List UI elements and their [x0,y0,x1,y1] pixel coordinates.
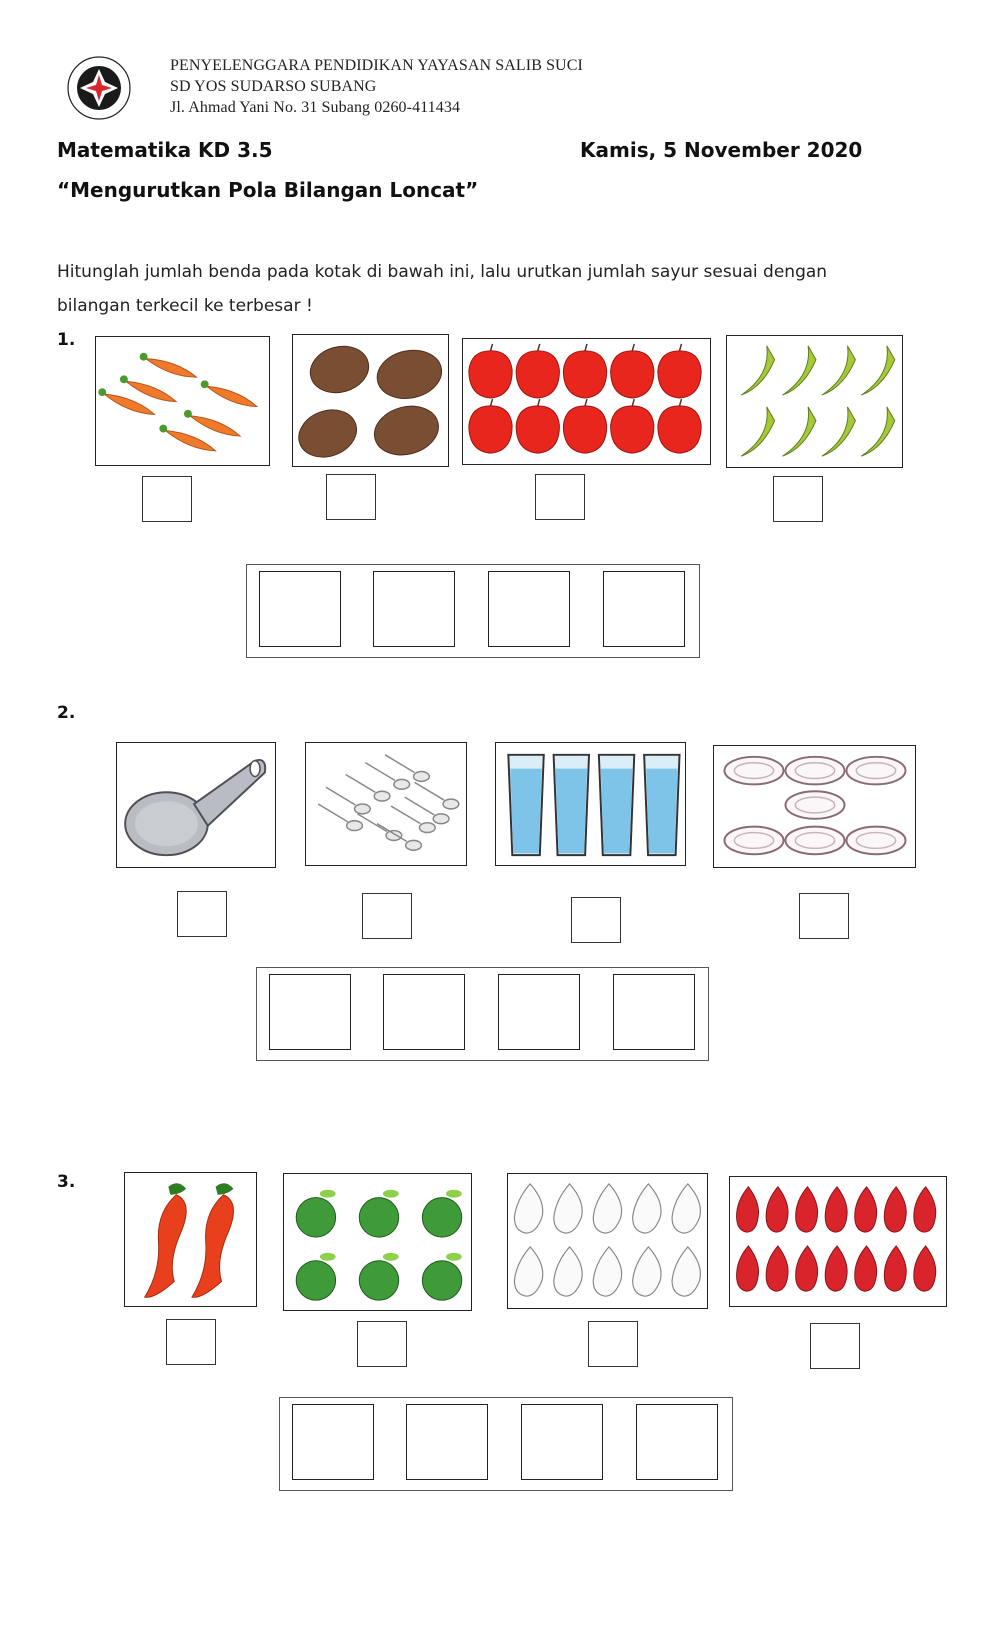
spoons-count-box[interactable] [362,893,412,939]
ordering-tray [256,967,709,1061]
order-slot-1[interactable] [269,974,351,1050]
ordering-tray [246,564,700,658]
spoons-picture [305,742,467,866]
garlic-count-box[interactable] [588,1321,638,1367]
order-slot-3[interactable] [488,571,570,647]
plates-picture [713,745,916,868]
header-line-1: PENYELENGGARA PENDIDIKAN YAYASAN SALIB S… [170,57,583,74]
potatoes-count-box[interactable] [326,474,376,520]
potatoes-picture [292,334,449,467]
instruction-line-2: bilangan terkecil ke terbesar ! [57,296,313,316]
order-slot-4[interactable] [613,974,695,1050]
apples-picture [462,338,711,465]
date: Kamis, 5 November 2020 [580,138,863,162]
apples-count-box[interactable] [535,474,585,520]
shallots-picture [729,1176,947,1307]
red-chilies-picture [124,1172,257,1307]
order-slot-2[interactable] [406,1404,488,1480]
question-number: 1. [57,330,76,350]
plates-count-box[interactable] [799,893,849,939]
limes-picture [283,1173,472,1311]
header-line-3: Jl. Ahmad Yani No. 31 Subang 0260-411434 [170,99,461,116]
green-chilies-count-box[interactable] [773,476,823,522]
carrots-count-box[interactable] [142,476,192,522]
header-line-2: SD YOS SUDARSO SUBANG [170,78,377,95]
order-slot-1[interactable] [259,571,341,647]
red-chilies-count-box[interactable] [166,1319,216,1365]
subject: Matematika KD 3.5 [57,138,273,162]
order-slot-4[interactable] [603,571,685,647]
school-logo [66,55,132,121]
order-slot-2[interactable] [373,571,455,647]
glasses-count-box[interactable] [571,897,621,943]
limes-count-box[interactable] [357,1321,407,1367]
question-number: 3. [57,1172,76,1192]
shallots-count-box[interactable] [810,1323,860,1369]
green-chilies-picture [726,335,903,468]
ladle-picture [116,742,276,868]
glasses-picture [495,742,686,866]
order-slot-1[interactable] [292,1404,374,1480]
garlic-picture [507,1173,708,1309]
instruction-line-1: Hitunglah jumlah benda pada kotak di baw… [57,262,828,282]
ordering-tray [279,1397,733,1491]
worksheet-title: “Mengurutkan Pola Bilangan Loncat” [57,178,479,202]
ladle-count-box[interactable] [177,891,227,937]
carrots-picture [95,336,270,466]
order-slot-3[interactable] [521,1404,603,1480]
question-number: 2. [57,703,76,723]
order-slot-3[interactable] [498,974,580,1050]
order-slot-4[interactable] [636,1404,718,1480]
order-slot-2[interactable] [383,974,465,1050]
